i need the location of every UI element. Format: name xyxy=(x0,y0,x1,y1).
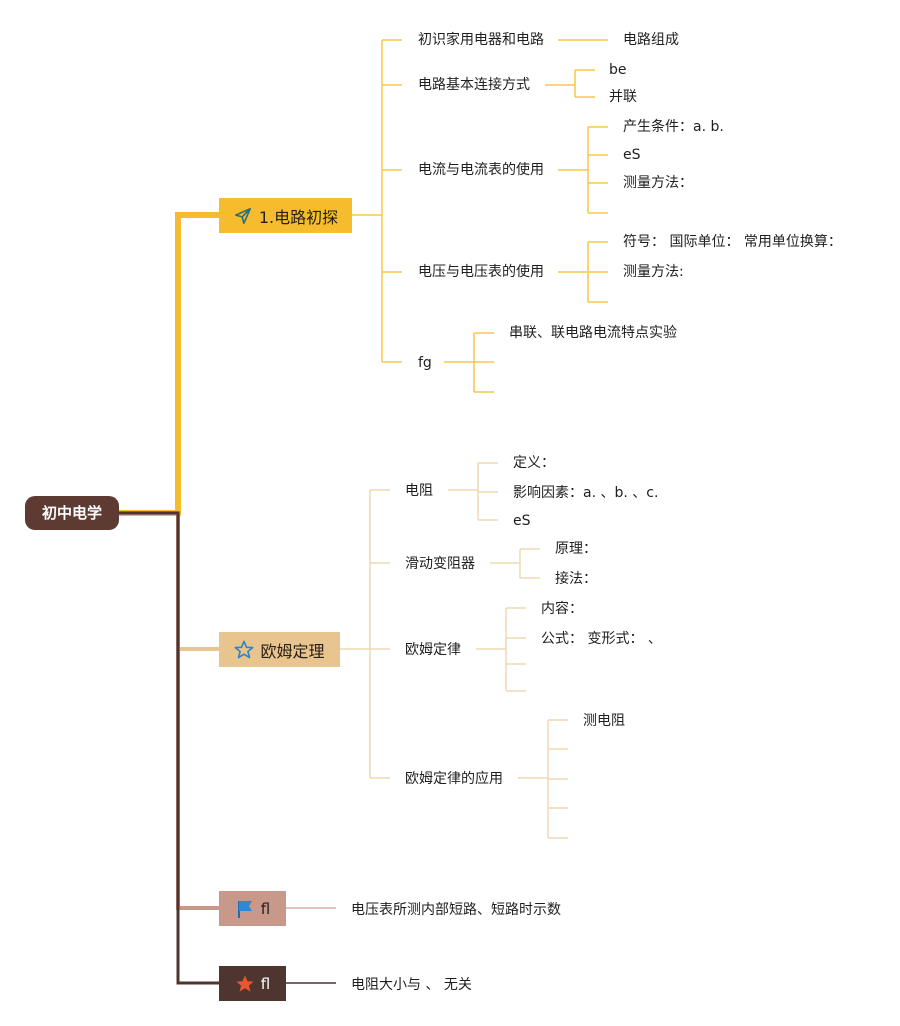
leaf-node[interactable]: 定义： xyxy=(513,455,555,471)
branch-node-fl-1[interactable]: fl xyxy=(219,891,286,926)
leaf-node[interactable]: 测量方法： xyxy=(623,175,693,191)
leaf-node[interactable]: 产生条件：a. b. xyxy=(623,119,724,135)
subtopic-current-ammeter[interactable]: 电流与电流表的使用 xyxy=(418,162,544,178)
leaf-node[interactable]: 符号： 国际单位： 常用单位换算： xyxy=(623,234,842,250)
leaf-node[interactable]: 测量方法: xyxy=(623,264,684,280)
leaf-node[interactable]: 内容： xyxy=(541,601,583,617)
subtopic-ohms-law[interactable]: 欧姆定律 xyxy=(405,642,461,658)
subtopic-household-circuit[interactable]: 初识家用电器和电路 xyxy=(418,32,544,48)
leaf-node-resistance-independent[interactable]: 电阻大小与 、 无关 xyxy=(351,977,472,993)
leaf-node[interactable]: 接法： xyxy=(555,571,597,587)
leaf-node[interactable]: 测电阻 xyxy=(583,713,625,729)
leaf-node[interactable]: 电路组成 xyxy=(623,32,679,48)
connector-branch-2 xyxy=(118,511,220,651)
subtopic-voltage-voltmeter[interactable]: 电压与电压表的使用 xyxy=(418,264,544,280)
branch-label: 欧姆定理 xyxy=(260,641,325,661)
branch-label: fl xyxy=(260,899,271,918)
subtopic-fg[interactable]: fg xyxy=(418,355,432,371)
subtopic-resistance[interactable]: 电阻 xyxy=(405,483,433,499)
leaf-node[interactable]: 原理： xyxy=(555,541,597,557)
leaf-node-short-circuit[interactable]: 电压表所测内部短路、短路时示数 xyxy=(351,902,561,918)
leaf-node[interactable]: be xyxy=(609,62,627,78)
root-node[interactable]: 初中电学 xyxy=(25,496,119,530)
connector-branch-1 xyxy=(118,212,220,516)
star-outline-icon xyxy=(234,640,254,660)
subtopic-ohms-law-application[interactable]: 欧姆定律的应用 xyxy=(405,771,503,787)
paper-plane-icon xyxy=(233,206,253,226)
star-filled-icon xyxy=(235,974,255,994)
branch-label: fl xyxy=(260,974,271,993)
subtopic-rheostat[interactable]: 滑动变阻器 xyxy=(405,556,475,572)
flag-icon xyxy=(235,899,255,919)
branch-node-circuit[interactable]: 1.电路初探 xyxy=(219,198,352,233)
leaf-node[interactable]: 公式： 变形式： 、 xyxy=(541,631,662,647)
branch-label: 1.电路初探 xyxy=(258,207,339,227)
connector-branch-4 xyxy=(118,511,220,985)
leaf-node[interactable]: eS xyxy=(623,147,641,163)
branch-node-fl-2[interactable]: fl xyxy=(219,966,286,1001)
leaf-node[interactable]: 并联 xyxy=(609,89,637,105)
subtopic-connection-methods[interactable]: 电路基本连接方式 xyxy=(418,77,530,93)
leaf-node[interactable]: 串联、联电路电流特点实验 xyxy=(509,325,677,341)
connector-branch-3 xyxy=(118,511,220,910)
branch-node-ohm[interactable]: 欧姆定理 xyxy=(219,632,340,667)
leaf-node[interactable]: eS xyxy=(513,513,531,529)
leaf-node[interactable]: 影响因素：a. 、b. 、c. xyxy=(513,485,659,501)
